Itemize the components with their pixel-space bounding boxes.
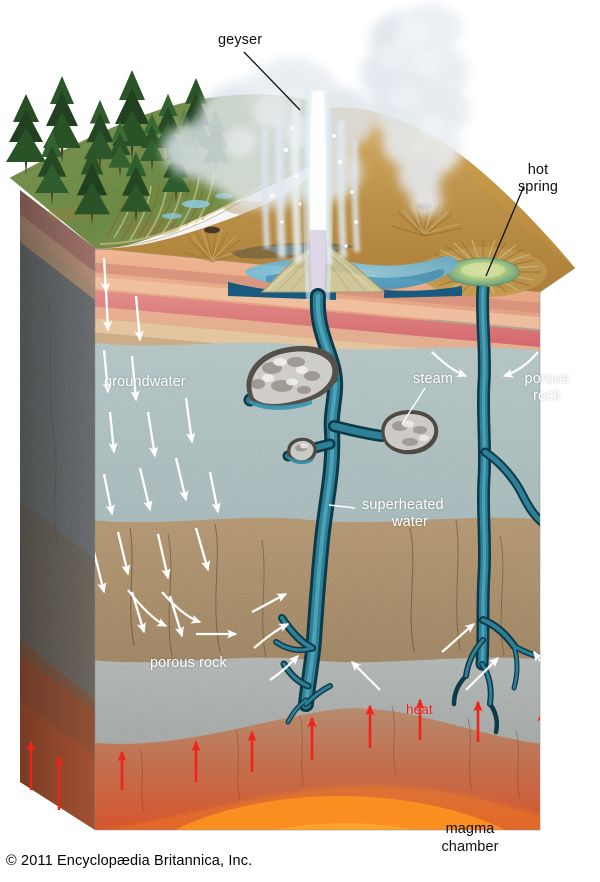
superheated-leader-line bbox=[328, 504, 356, 509]
steam-pocket-small bbox=[287, 437, 317, 465]
heat-arrows bbox=[117, 698, 540, 790]
geyser-water-jet bbox=[261, 90, 360, 300]
leader-lines-white bbox=[328, 387, 426, 509]
label-porous-rock-right-line1: porous bbox=[524, 371, 570, 387]
steam-pocket-large bbox=[246, 345, 339, 411]
label-heat: heat bbox=[406, 702, 433, 717]
label-superheated-water-line1: superheated bbox=[362, 497, 444, 513]
label-porous-rock-lower: porous rock bbox=[150, 655, 227, 671]
label-hot-spring-line1: hot bbox=[527, 162, 549, 178]
heat-arrows-side bbox=[26, 740, 64, 810]
block-left-side-face bbox=[20, 190, 95, 830]
copyright-credit: © 2011 Encyclopædia Britannica, Inc. bbox=[6, 853, 253, 869]
label-groundwater: groundwater bbox=[104, 374, 186, 390]
geyser-leader-line bbox=[243, 51, 301, 111]
label-magma-line2: chamber bbox=[441, 839, 499, 855]
label-porous-rock-right-line2: rock bbox=[533, 388, 561, 404]
label-geyser: geyser bbox=[218, 32, 263, 48]
steam-pocket-right bbox=[381, 410, 439, 455]
hot-spring-conduit bbox=[451, 281, 540, 735]
steam-leader-line bbox=[401, 387, 426, 425]
label-steam: steam bbox=[413, 371, 453, 387]
label-hot-spring-line2: spring bbox=[517, 179, 559, 195]
underground-plumbing bbox=[243, 281, 540, 735]
convection-arrows bbox=[127, 351, 540, 691]
label-superheated-water-line2: water bbox=[392, 514, 428, 530]
hot-spring-leader-line bbox=[485, 185, 525, 277]
leader-lines bbox=[243, 51, 525, 277]
label-magma-line1: magma bbox=[445, 821, 495, 837]
groundwater-arrows bbox=[95, 257, 221, 638]
